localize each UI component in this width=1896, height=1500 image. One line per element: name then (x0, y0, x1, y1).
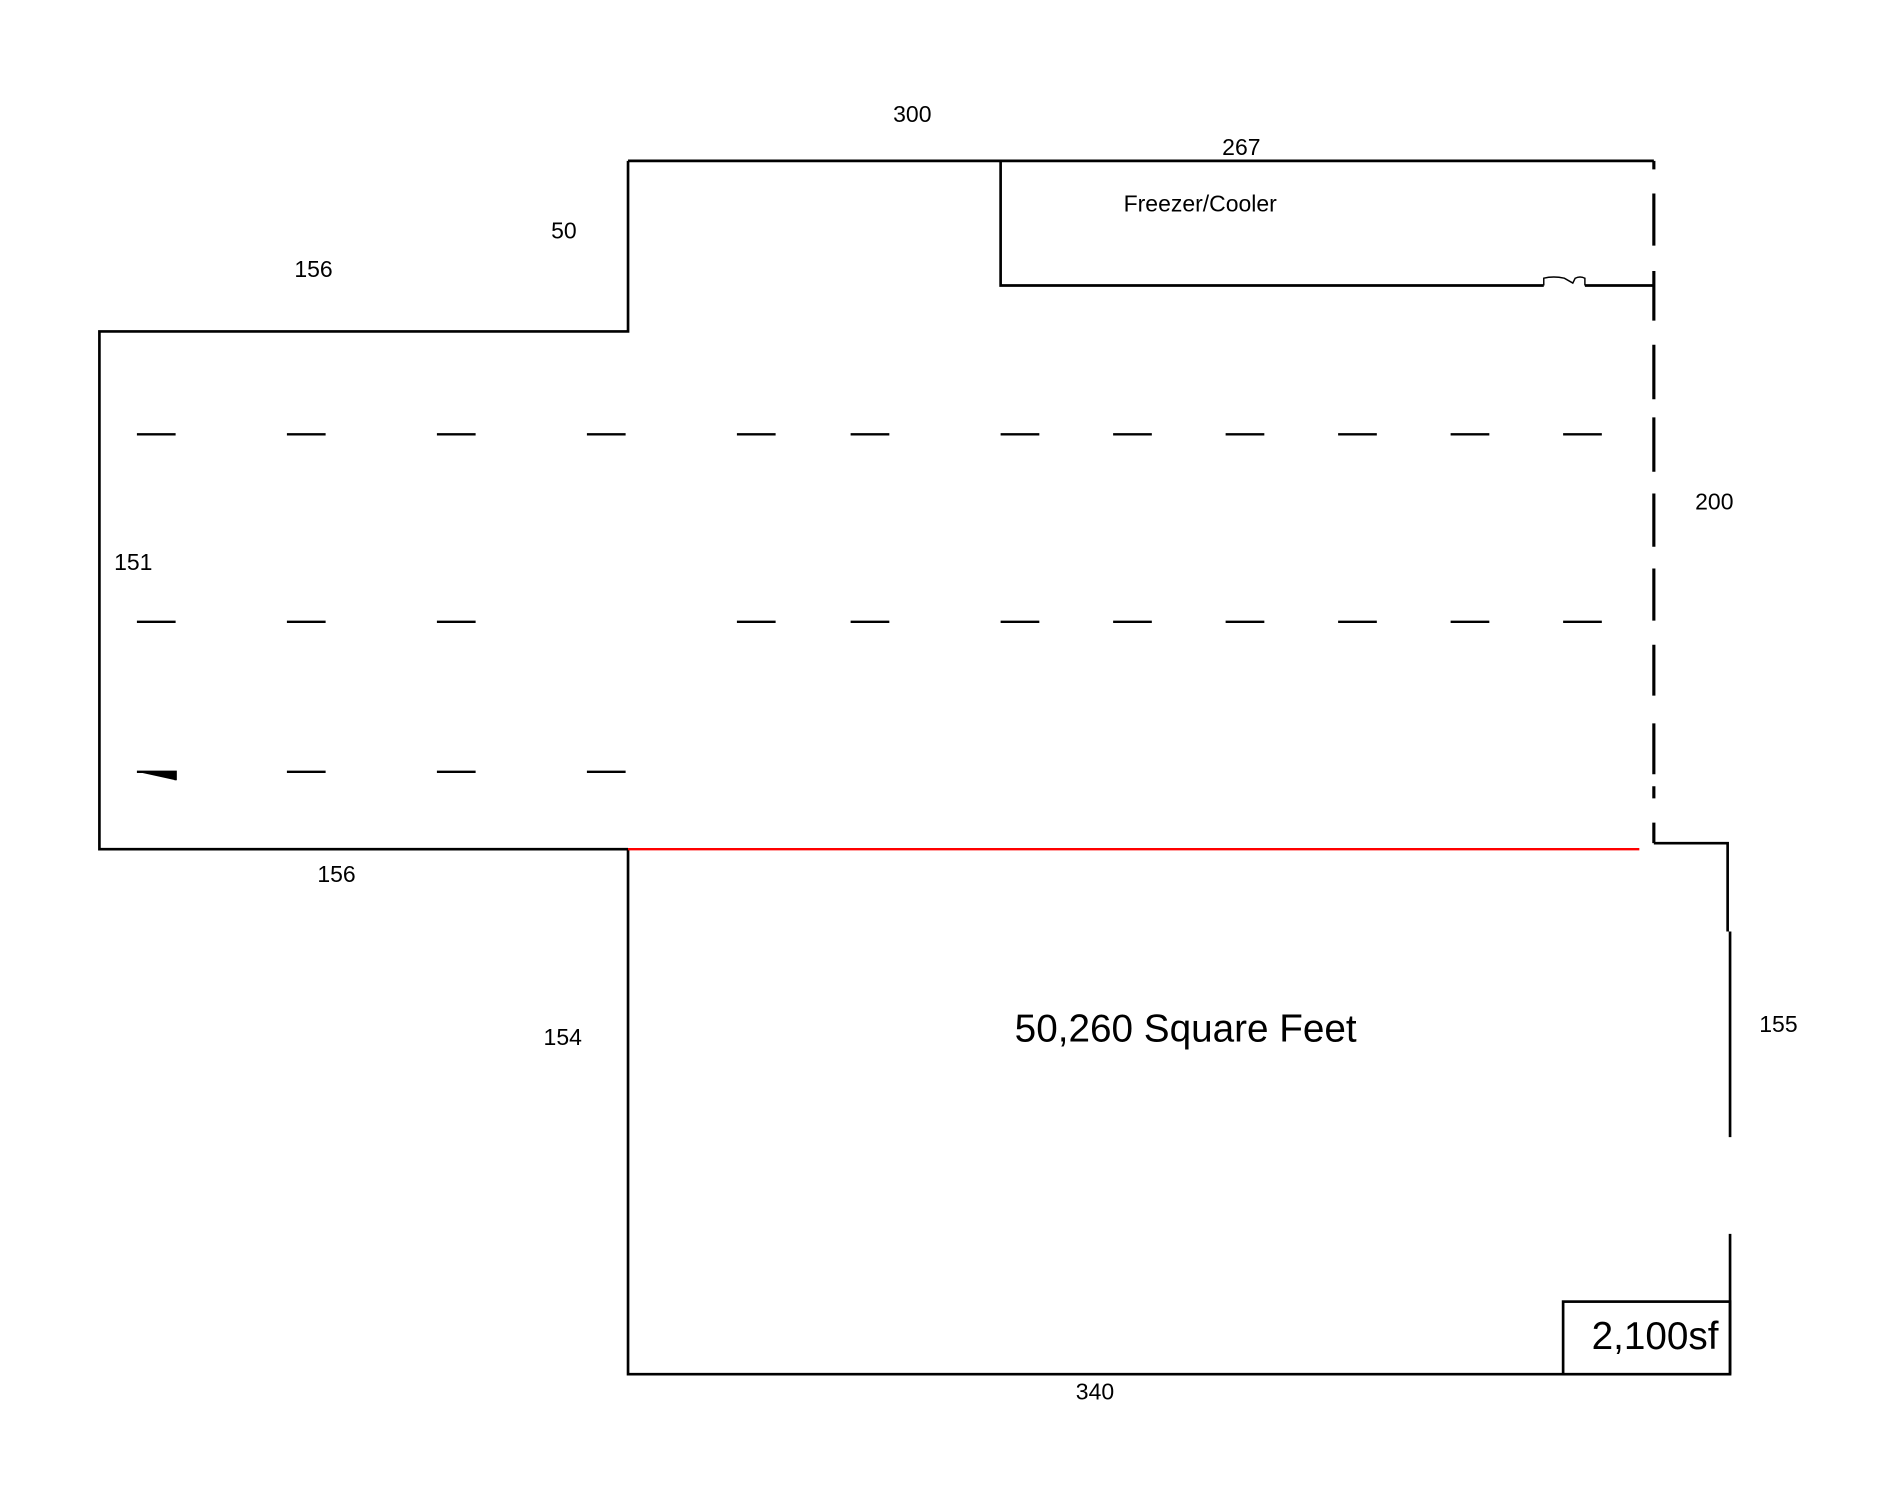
dim-right-upper: 200 (1695, 488, 1733, 514)
dock-markers (136, 433, 1602, 781)
office-area-label: 2,100sf (1592, 1315, 1719, 1358)
dim-lower-right-side: 155 (1759, 1011, 1797, 1037)
dim-top-upper: 300 (893, 101, 931, 127)
dim-left-side: 151 (114, 549, 152, 575)
dim-step-height: 50 (551, 217, 577, 243)
freezer-cooler-wall (999, 160, 1654, 287)
dim-freezer-top: 267 (1222, 134, 1260, 160)
freezer-label: Freezer/Cooler (1124, 191, 1278, 217)
total-area-label: 50,260 Square Feet (1015, 1008, 1357, 1051)
outer-wall-upper (98, 159, 1654, 851)
walls (98, 159, 1732, 1376)
dim-bottom: 340 (1076, 1379, 1114, 1405)
freezer-door (1543, 276, 1586, 286)
dim-lower-left-side: 154 (544, 1024, 583, 1050)
dim-left-lower-bottom: 156 (317, 861, 355, 887)
dash-row-3 (136, 770, 626, 781)
dim-left-upper-top: 156 (294, 256, 332, 282)
outer-wall-lower (626, 841, 1732, 1376)
labels: 300 267 Freezer/Cooler 156 50 151 200 15… (114, 101, 1797, 1404)
office-box (1561, 1300, 1732, 1376)
